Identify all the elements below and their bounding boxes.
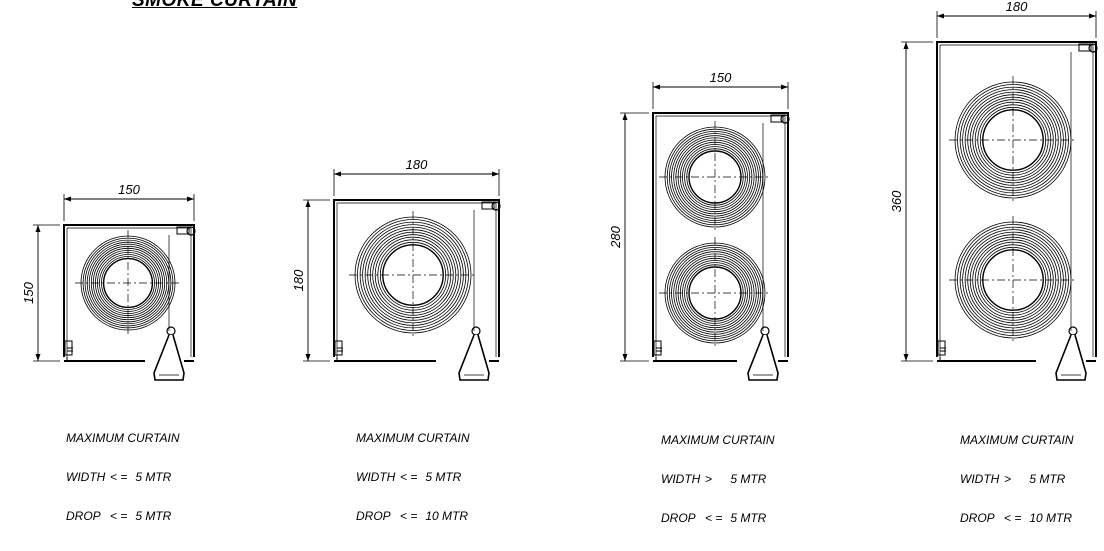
- caption-unit-4: MAXIMUM CURTAIN WIDTH > 5 MTR DROP < = 10 …: [960, 408, 1074, 551]
- caption-drop-value: 10 MTR: [425, 509, 469, 523]
- caption-heading: MAXIMUM CURTAIN: [66, 431, 180, 445]
- coil-wrap: [101, 256, 155, 310]
- casing-inner-line: [66, 227, 192, 357]
- height-dimension-label: 180: [291, 269, 306, 291]
- caption-drop-op: < =: [400, 509, 418, 523]
- bottom-bracket-detail: [656, 347, 662, 352]
- caption-width-value: 5 MTR: [425, 470, 462, 484]
- top-bracket: [770, 114, 784, 123]
- caption-width-value: 5 MTR: [730, 472, 767, 486]
- top-bracket-bolt: [186, 226, 196, 236]
- casing-outline: [652, 112, 789, 357]
- top-bracket: [481, 201, 495, 210]
- top-bracket: [1078, 43, 1092, 52]
- caption-unit-2: MAXIMUM CURTAIN WIDTH < = 5 MTR DROP < = 1…: [356, 406, 470, 549]
- unit-1: 150 150: [21, 182, 196, 381]
- casing-inner-line: [336, 202, 497, 357]
- caption-heading: MAXIMUM CURTAIN: [356, 431, 470, 445]
- coil-1: [75, 230, 181, 336]
- width-dimension-label: 150: [118, 182, 140, 197]
- unit-2: 180 180: [291, 157, 501, 381]
- bottom-bar-handle: [747, 334, 779, 381]
- handle-bolt: [1068, 326, 1078, 336]
- top-bracket-bolt: [491, 201, 501, 211]
- caption-unit-1: MAXIMUM CURTAIN WIDTH < = 5 MTR DROP < = 5…: [66, 406, 180, 549]
- width-dimension-label: 180: [1006, 0, 1028, 14]
- casing-inner-line: [939, 44, 1094, 357]
- caption-heading: MAXIMUM CURTAIN: [960, 433, 1074, 447]
- bottom-bracket-detail: [67, 347, 73, 352]
- bottom-bracket-detail: [337, 347, 343, 352]
- coil-2: [659, 237, 771, 349]
- width-dimension-label: 180: [406, 157, 428, 172]
- coil-1: [659, 121, 771, 233]
- height-dimension-label: 280: [608, 225, 623, 248]
- caption-width-op: >: [705, 472, 713, 486]
- height-dimension-label: 150: [21, 281, 36, 303]
- coil-2: [949, 216, 1077, 344]
- width-dimension-label: 150: [710, 70, 732, 85]
- casing-outline: [333, 199, 500, 357]
- unit-4: 180 360: [889, 0, 1098, 381]
- caption-width-label: WIDTH: [356, 470, 396, 484]
- top-bracket: [176, 226, 190, 235]
- casing-inner-line: [655, 115, 786, 357]
- bottom-bar-handle: [1055, 334, 1087, 381]
- caption-drop-op: < =: [1004, 511, 1022, 525]
- caption-drop-value: 5 MTR: [730, 511, 767, 525]
- caption-drop-label: DROP: [661, 511, 696, 525]
- caption-width-label: WIDTH: [661, 472, 701, 486]
- handle-bolt: [471, 326, 481, 336]
- caption-drop-op: < =: [705, 511, 723, 525]
- caption-drop-op: < =: [110, 509, 128, 523]
- caption-width-label: WIDTH: [960, 472, 1000, 486]
- caption-width-op: < =: [400, 470, 418, 484]
- bottom-bracket-detail: [940, 347, 946, 352]
- caption-width-value: 5 MTR: [135, 470, 172, 484]
- bottom-bar-handle: [153, 334, 185, 381]
- caption-unit-3: MAXIMUM CURTAIN WIDTH > 5 MTR DROP < = 5 M…: [661, 408, 775, 551]
- top-bracket-bolt: [780, 114, 790, 124]
- coil-wrap: [84, 239, 172, 327]
- drawing-sheet: SMOKE CURTAIN 150 150 180 180 150 280 180 360 M…: [21, 0, 1098, 525]
- caption-width-label: WIDTH: [66, 470, 106, 484]
- casing-outline: [63, 224, 195, 357]
- smoke-curtain-drawings: 150 150 180 180 150 280 180 360: [21, 0, 1098, 381]
- bottom-bar-handle: [458, 334, 490, 381]
- caption-drop-value: 5 MTR: [135, 509, 172, 523]
- caption-width-op: < =: [110, 470, 128, 484]
- caption-drop-label: DROP: [66, 509, 101, 523]
- coil-1: [349, 211, 477, 339]
- height-dimension-label: 360: [889, 190, 904, 212]
- top-bracket-bolt: [1088, 43, 1098, 53]
- page-title: SMOKE CURTAIN: [132, 0, 298, 11]
- caption-heading: MAXIMUM CURTAIN: [661, 433, 775, 447]
- unit-3: 150 280: [608, 70, 790, 381]
- caption-drop-label: DROP: [356, 509, 391, 523]
- caption-width-value: 5 MTR: [1029, 472, 1066, 486]
- caption-width-op: >: [1004, 472, 1012, 486]
- coil-1: [949, 76, 1077, 204]
- caption-drop-label: DROP: [960, 511, 995, 525]
- caption-drop-value: 10 MTR: [1029, 511, 1073, 525]
- handle-bolt: [760, 326, 770, 336]
- handle-bolt: [166, 326, 176, 336]
- casing-outline: [936, 41, 1097, 357]
